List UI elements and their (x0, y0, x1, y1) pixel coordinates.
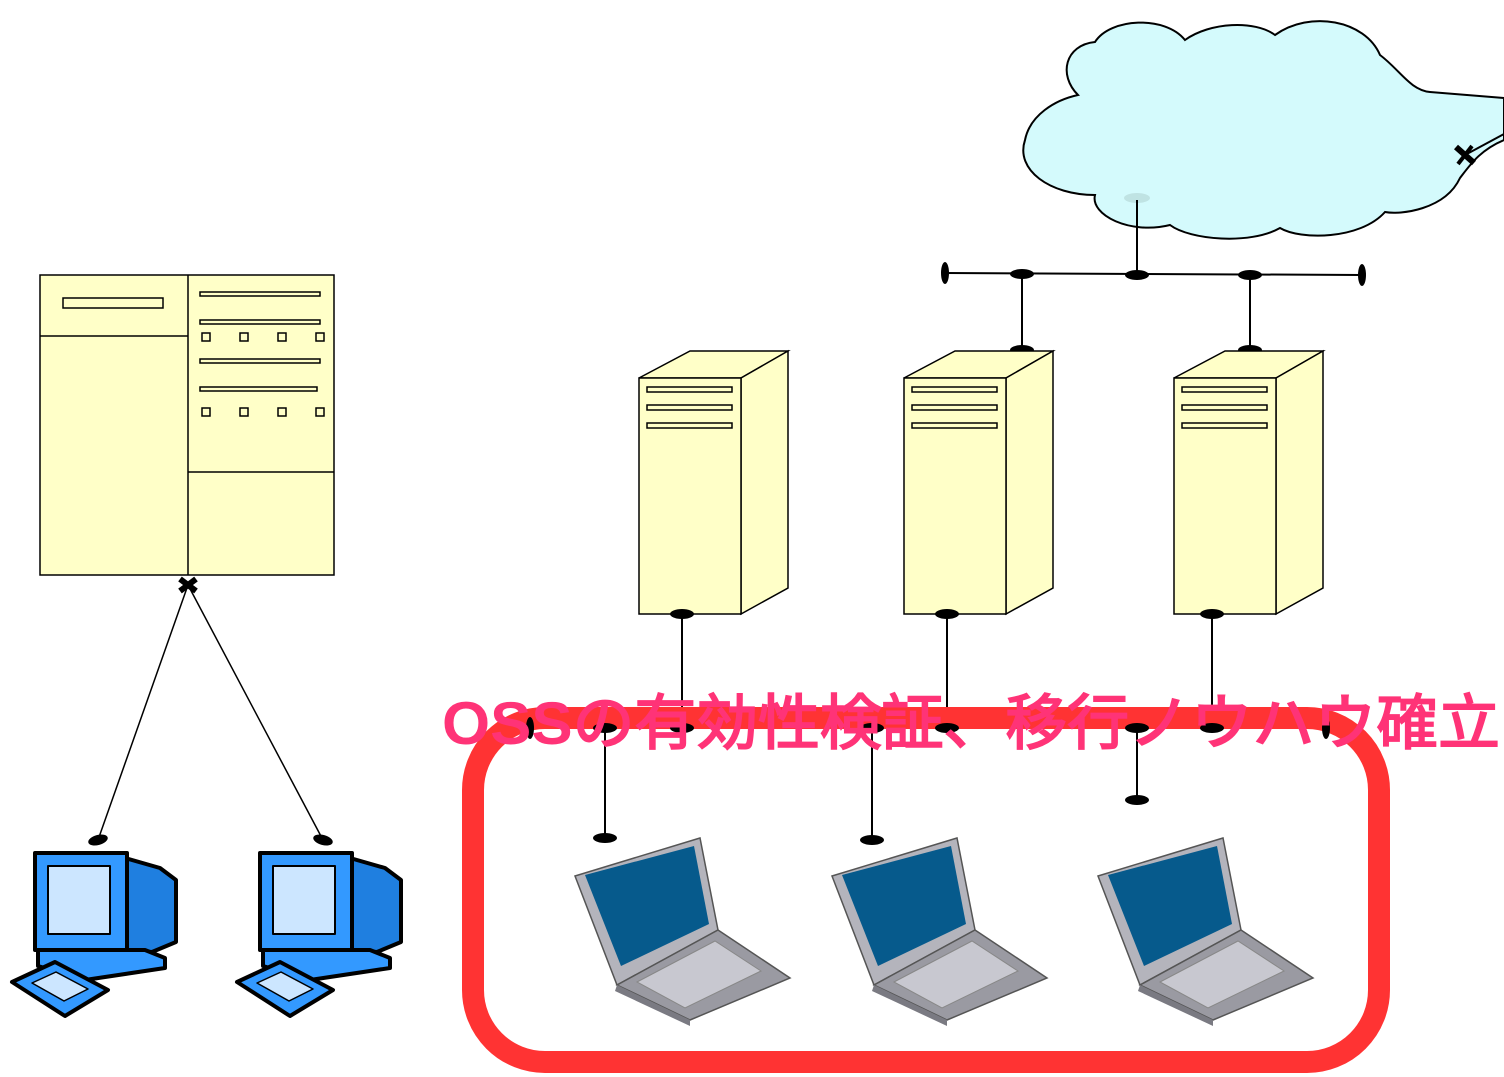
network-node-icon (1358, 264, 1366, 286)
desktop-crt-back (348, 856, 403, 954)
laptop-keyboard (635, 940, 763, 1009)
laptop-front-edge (872, 985, 947, 1026)
desktop-screen (272, 865, 336, 935)
server-side (740, 349, 789, 616)
network-node-icon (526, 717, 534, 739)
cloud-port (1124, 193, 1150, 203)
mainframe-rail (199, 319, 321, 325)
server-front (903, 377, 1007, 615)
laptop-screen (585, 846, 709, 966)
network-node-icon (1010, 269, 1034, 279)
network-node-icon (670, 723, 694, 733)
desktop-computer-icon (235, 851, 403, 1018)
mainframe-rail (199, 358, 321, 364)
upper-backbone-line (944, 272, 1363, 276)
network-node-icon (88, 834, 108, 846)
laptop-keyboard (1158, 940, 1286, 1009)
desktop-crt-back (123, 856, 178, 954)
mainframe-indicator (277, 407, 287, 417)
laptop-keyboard (892, 940, 1020, 1009)
server-drive-slot (1181, 386, 1268, 393)
network-node-icon (313, 834, 333, 846)
cloud-external-link (1464, 133, 1504, 156)
server-drive-slot (646, 404, 733, 411)
server-drive-slot (911, 422, 998, 429)
desktop-computer-icon (10, 851, 178, 1018)
cloud-icon (1022, 20, 1504, 240)
mainframe-links (97, 584, 324, 841)
desktop-keyboard-keys (31, 971, 89, 1002)
laptop-front-edge (1138, 985, 1213, 1026)
network-node-icon (670, 609, 694, 619)
lower-backbone-nodes (526, 609, 1330, 845)
laptop-icon (574, 837, 792, 1026)
server-drive-slot (646, 386, 733, 393)
mainframe-indicator (315, 407, 325, 417)
network-node-icon (1200, 609, 1224, 619)
network-node-icon (593, 833, 617, 843)
network-node-icon (593, 723, 617, 733)
desktop1-link (97, 584, 189, 841)
server-front (1173, 377, 1277, 615)
mainframe-slot (62, 297, 164, 309)
mainframe-indicator (277, 332, 287, 342)
desktop2-link (187, 584, 324, 841)
server-side (1005, 349, 1054, 616)
server-side (1275, 349, 1324, 616)
network-node-icon (1238, 270, 1262, 280)
mainframe-connector-node (178, 576, 198, 594)
server-drive-slot (911, 386, 998, 393)
tower-server-icon (903, 349, 1056, 616)
upper-backbone-nodes (941, 262, 1366, 355)
mainframe-indicator (201, 407, 211, 417)
desktop-screen (47, 865, 111, 935)
network-node-icon (1125, 723, 1149, 733)
network-node-icon (860, 835, 884, 845)
cloud-connector-node (1454, 144, 1476, 166)
mainframe-cabinet (39, 274, 335, 576)
network-node-icon (935, 609, 959, 619)
mainframe-icon (39, 274, 335, 576)
caption-text: OSSの有効性検証、移行ノウハウ確立 (442, 690, 1500, 757)
server-drive-slot (646, 422, 733, 429)
mainframe-indicator (315, 332, 325, 342)
laptop-screen (842, 846, 966, 966)
mainframe-indicator (201, 332, 211, 342)
laptop-front-edge (615, 985, 690, 1026)
network-node-icon (860, 723, 884, 733)
laptop-screen (1108, 846, 1232, 966)
tower-server-icon (1173, 349, 1326, 616)
server-drive-slot (1181, 422, 1268, 429)
mainframe-rail (199, 291, 321, 297)
desktop-keyboard-keys (256, 971, 314, 1002)
server-front (638, 377, 742, 615)
network-node-icon (1125, 795, 1149, 805)
network-node-icon (935, 723, 959, 733)
server-drive-slot (1181, 404, 1268, 411)
highlight-frame (462, 707, 1390, 1073)
network-node-icon (1200, 723, 1224, 733)
mainframe-indicator (239, 407, 249, 417)
network-node-icon (1322, 717, 1330, 739)
mainframe-rail (199, 386, 318, 392)
tower-server-icon (638, 349, 791, 616)
laptop-icon (831, 837, 1049, 1026)
network-node-icon (941, 262, 949, 284)
mainframe-indicator (239, 332, 249, 342)
cloud-shape (1022, 20, 1504, 240)
network-node-icon (1125, 270, 1149, 280)
laptop-icon (1097, 837, 1315, 1026)
server-drive-slot (911, 404, 998, 411)
